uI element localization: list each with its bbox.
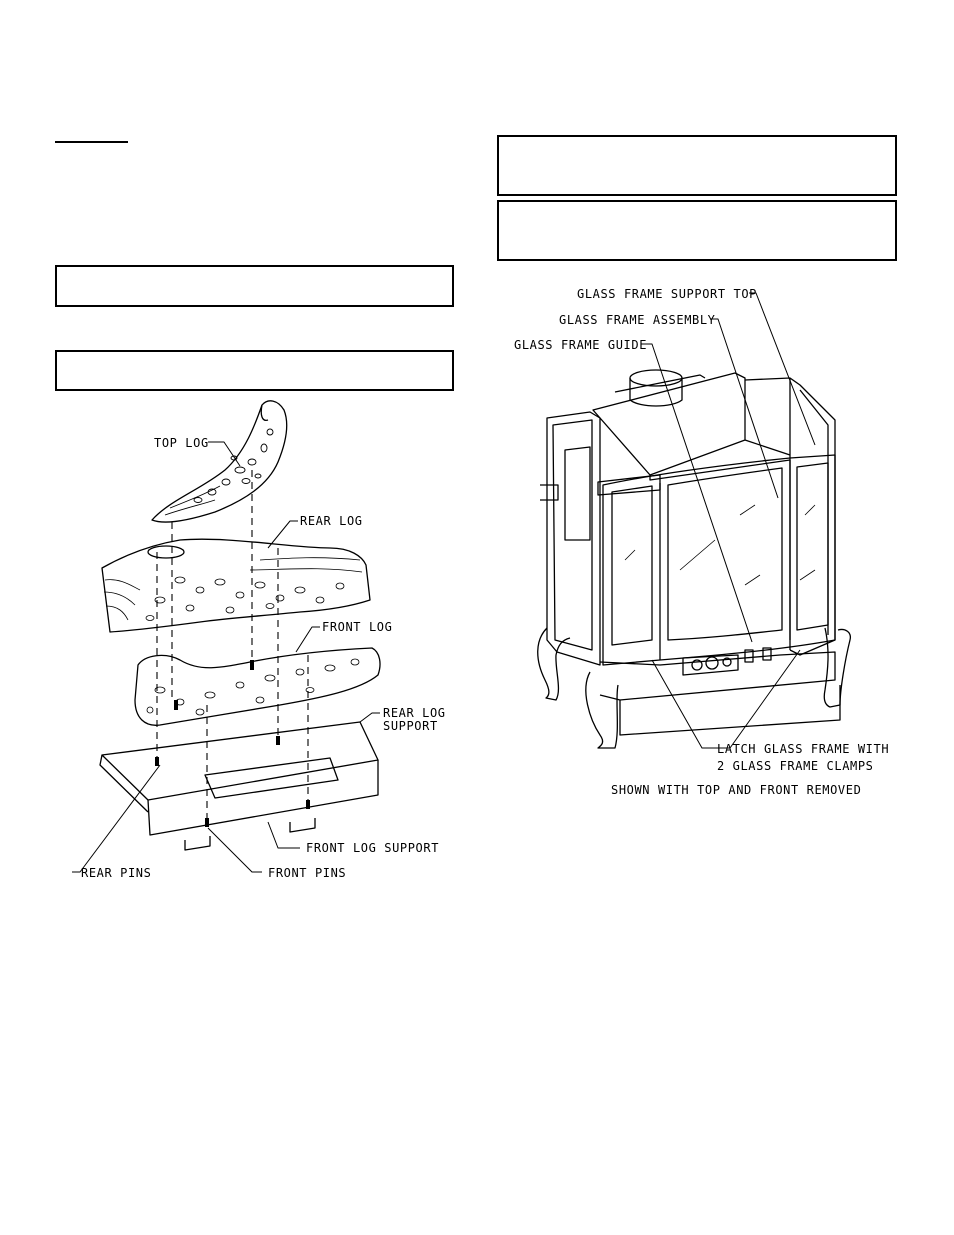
label-glass-frame-assembly: GLASS FRAME ASSEMBLY (559, 313, 716, 327)
stove-base (599, 647, 841, 736)
label-rear-log-support-2: SUPPORT (383, 719, 438, 733)
rear-log (101, 538, 371, 633)
alignment-lines (156, 470, 309, 822)
glass-frame (597, 454, 836, 666)
stove-leader-lines (642, 292, 816, 749)
figure-caption: SHOWN WITH TOP AND FRONT REMOVED (611, 783, 861, 797)
pins (155, 660, 310, 827)
label-glass-frame-support-top: GLASS FRAME SUPPORT TOP (577, 287, 757, 301)
stove-body (592, 369, 791, 481)
notice-box-right-2 (497, 200, 897, 261)
notice-box-right-1 (497, 135, 897, 196)
left-side-panel (540, 411, 601, 666)
section-heading-underline (55, 141, 128, 143)
top-log (151, 400, 288, 523)
label-rear-log-support-1: REAR LOG (383, 706, 446, 720)
label-latch-line2: 2 GLASS FRAME CLAMPS (717, 759, 874, 773)
notice-box-left-2 (55, 350, 454, 391)
label-front-log: FRONT LOG (322, 620, 392, 634)
label-front-pins: FRONT PINS (268, 866, 346, 880)
label-front-log-support: FRONT LOG SUPPORT (306, 841, 439, 855)
stove-legs (537, 627, 851, 749)
label-latch-line1: LATCH GLASS FRAME WITH (717, 742, 889, 756)
label-glass-frame-guide: GLASS FRAME GUIDE (514, 338, 647, 352)
label-top-log: TOP LOG (154, 436, 209, 450)
label-rear-pins: REAR PINS (81, 866, 151, 880)
label-rear-log: REAR LOG (300, 514, 363, 528)
log-leader-lines (72, 441, 380, 873)
front-log (134, 647, 381, 726)
notice-box-left-1 (55, 265, 454, 307)
log-support-grate (99, 721, 379, 851)
